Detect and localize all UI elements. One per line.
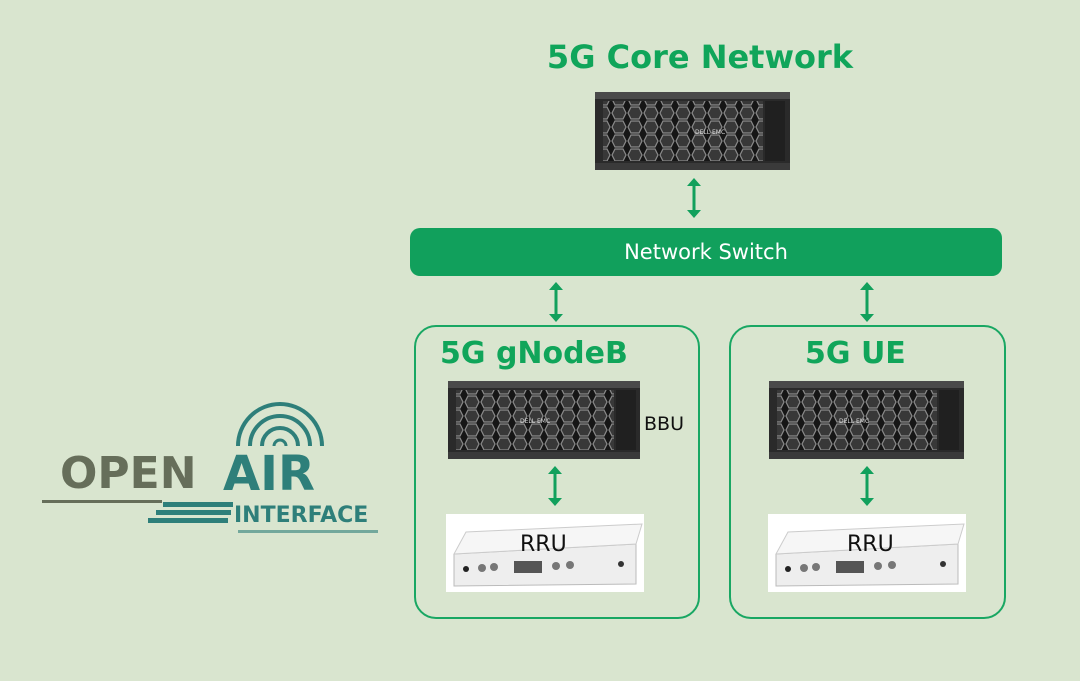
gnodeb-panel [414,325,700,619]
openairinterface-logo: OPEN AIR INTERFACE [42,402,378,533]
svg-text:DELL EMC: DELL EMC [839,418,869,425]
rru-label: RRU [520,532,567,557]
rru-label: RRU [847,532,894,557]
radio-unit-icon [768,514,966,592]
svg-text:AIR: AIR [223,446,315,502]
double-arrow-icon [687,178,701,218]
network-switch: Network Switch [410,228,1002,276]
double-arrow-icon [549,282,563,322]
svg-text:OPEN: OPEN [60,448,197,499]
core-network-title: 5G Core Network [546,38,854,76]
bbu-server-icon: DELL EMC [448,381,640,459]
svg-text:DELL EMC: DELL EMC [520,418,550,425]
gnodeb-title: 5G gNodeB [440,336,628,371]
core-server-icon: DELL EMC [595,92,790,170]
double-arrow-icon [860,282,874,322]
svg-text:DELL EMC: DELL EMC [695,129,725,136]
ue-server-icon: DELL EMC [769,381,964,459]
double-arrow-icon [860,466,874,506]
radio-unit-icon [446,514,644,592]
wireless-signal-icon [236,402,324,447]
ue-panel [729,325,1006,619]
svg-text:INTERFACE: INTERFACE [234,503,368,528]
bbu-label: BBU [644,413,684,435]
double-arrow-icon [548,466,562,506]
ue-title: 5G UE [805,336,906,371]
